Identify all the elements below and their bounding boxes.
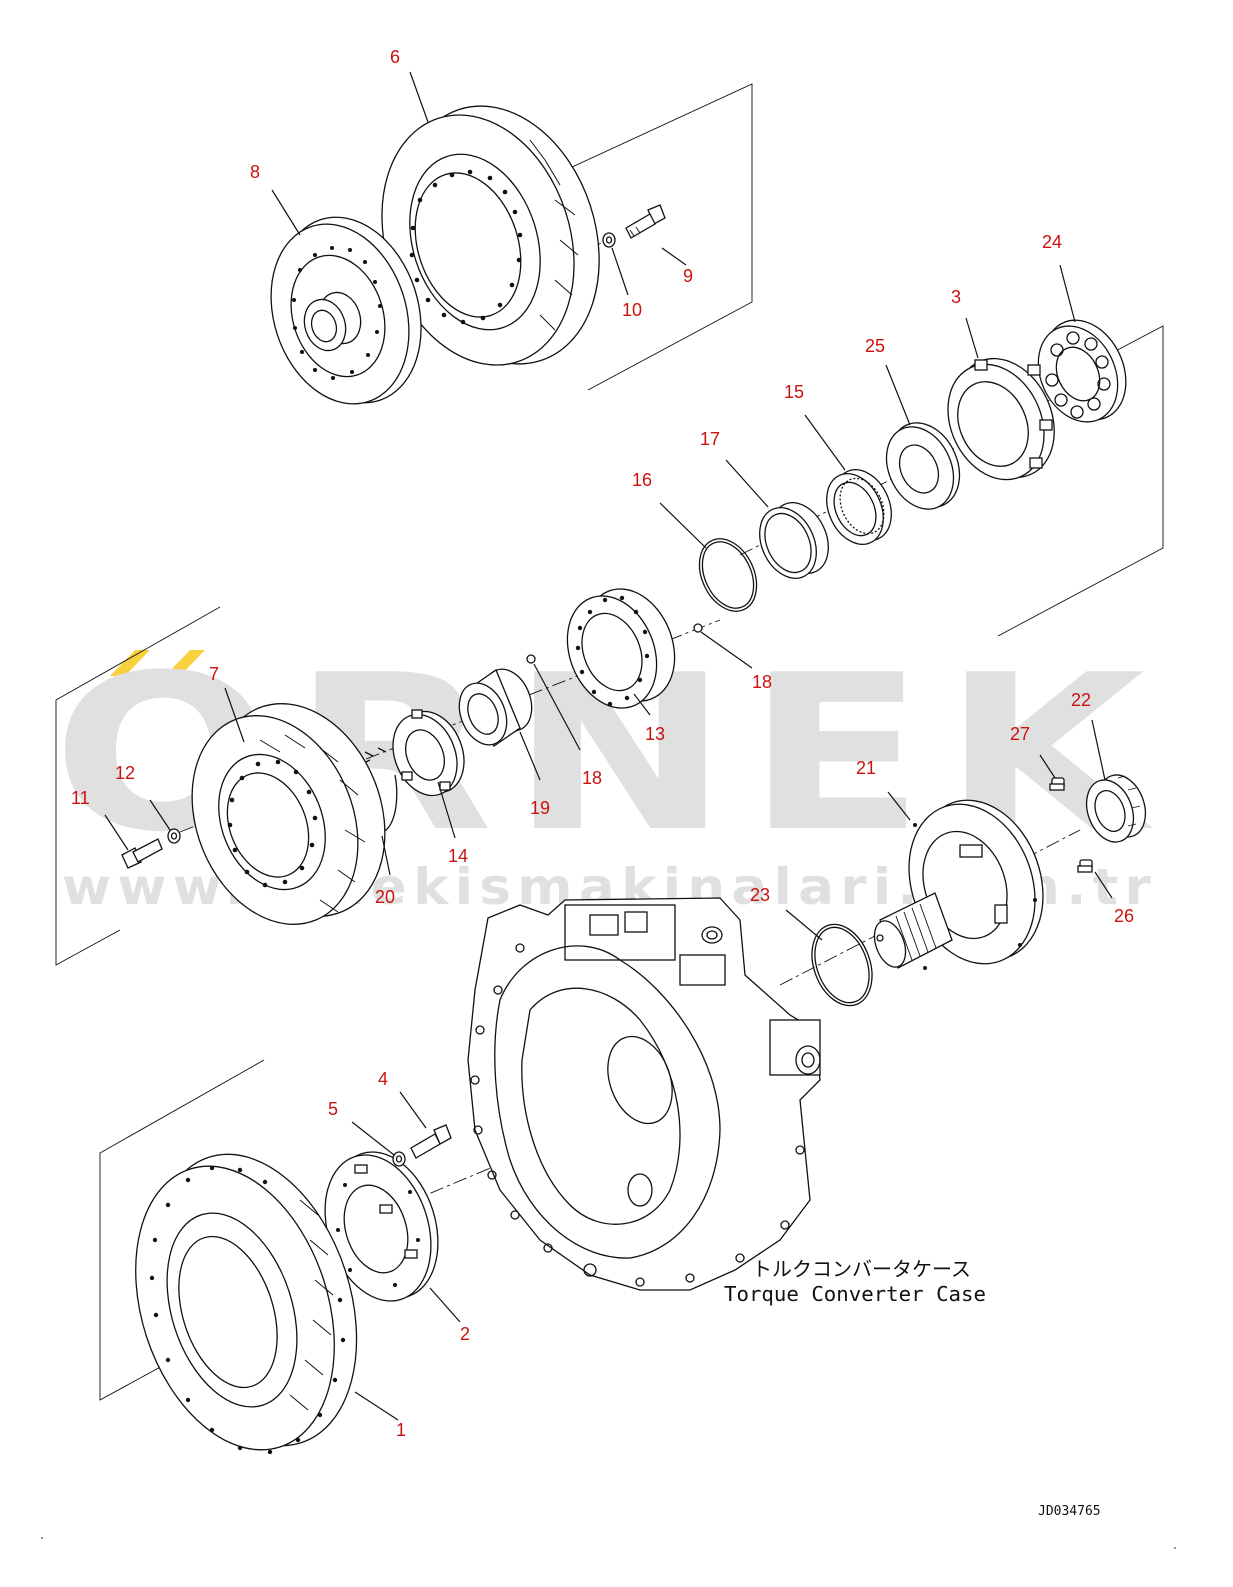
callout-15: 15 [784,382,804,402]
callout-5: 5 [328,1099,338,1119]
callout-14: 14 [448,846,468,866]
part-5-washer [392,1151,406,1167]
part-27-plug [1049,777,1065,791]
part-15-bearing [826,469,892,545]
callout-27: 27 [1010,724,1030,744]
watermark-accent-left [110,650,150,676]
callout-11: 11 [71,788,90,808]
part-6-turbine [381,105,600,366]
part-2-pump-hub [324,1151,439,1302]
part-14-clutch [392,709,465,797]
part-22-seal [1085,774,1147,843]
callout-1: 1 [396,1420,406,1440]
callout-18-lower: 18 [582,768,602,788]
part-12-washer [167,828,181,844]
callout-16: 16 [632,470,652,490]
callout-25: 25 [865,336,885,356]
case-label-english: Torque Converter Case [724,1282,986,1306]
callout-20: 20 [375,887,395,907]
leader-lines [104,71,1113,1421]
part-11-bolt [121,838,163,869]
part-7-turbine [191,703,386,925]
part-9-bolt [625,204,666,239]
callout-22: 22 [1071,690,1091,710]
callout-10: 10 [622,300,642,320]
part-25-plate [885,422,961,510]
callout-24: 24 [1042,232,1062,252]
part-23-o-ring [811,923,873,1007]
part-1-pump-impeller [135,1153,358,1455]
part-13-housing [566,588,676,709]
callout-9: 9 [683,266,693,286]
case-label-japanese: トルクコンバータケース [752,1257,971,1281]
part-18-ball-upper [693,623,703,633]
part-8-hub [270,216,422,405]
callout-12: 12 [115,763,135,783]
part-19-bushing [458,668,533,747]
callout-26: 26 [1114,906,1134,926]
drawing-code: JD034765 [1038,1504,1101,1519]
callout-17: 17 [700,429,720,449]
part-17-sleeve [759,502,829,579]
part-4-bolt [410,1124,452,1159]
corner-mark-left [41,1537,43,1539]
callout-6: 6 [390,47,400,67]
assembly-frames [55,83,1164,1401]
callout-19: 19 [530,798,550,818]
part-26-plug [1077,859,1093,873]
callout-3: 3 [951,287,961,307]
part-24-roller-race [1037,319,1127,423]
corner-mark-right [1174,1547,1176,1549]
callout-23: 23 [750,885,770,905]
callout-7: 7 [209,664,219,684]
part-3-carrier [947,357,1055,481]
callout-4: 4 [378,1069,388,1089]
part-10-washer [602,232,616,248]
callout-8: 8 [250,162,260,182]
callout-2: 2 [460,1324,470,1344]
torque-converter-case: トルクコンバータケース Torque Converter Case [467,897,986,1306]
callout-18-upper: 18 [752,672,772,692]
callout-21: 21 [856,758,876,778]
part-18-ball-lower [526,654,536,664]
part-21-stator-shaft [873,799,1044,970]
watermark-accent-right [165,650,205,676]
callout-numbers: 6 8 9 10 24 3 25 15 17 16 18 13 18 19 14… [71,47,1134,1440]
callout-13: 13 [645,724,665,744]
part-16-snap-ring [698,538,758,612]
